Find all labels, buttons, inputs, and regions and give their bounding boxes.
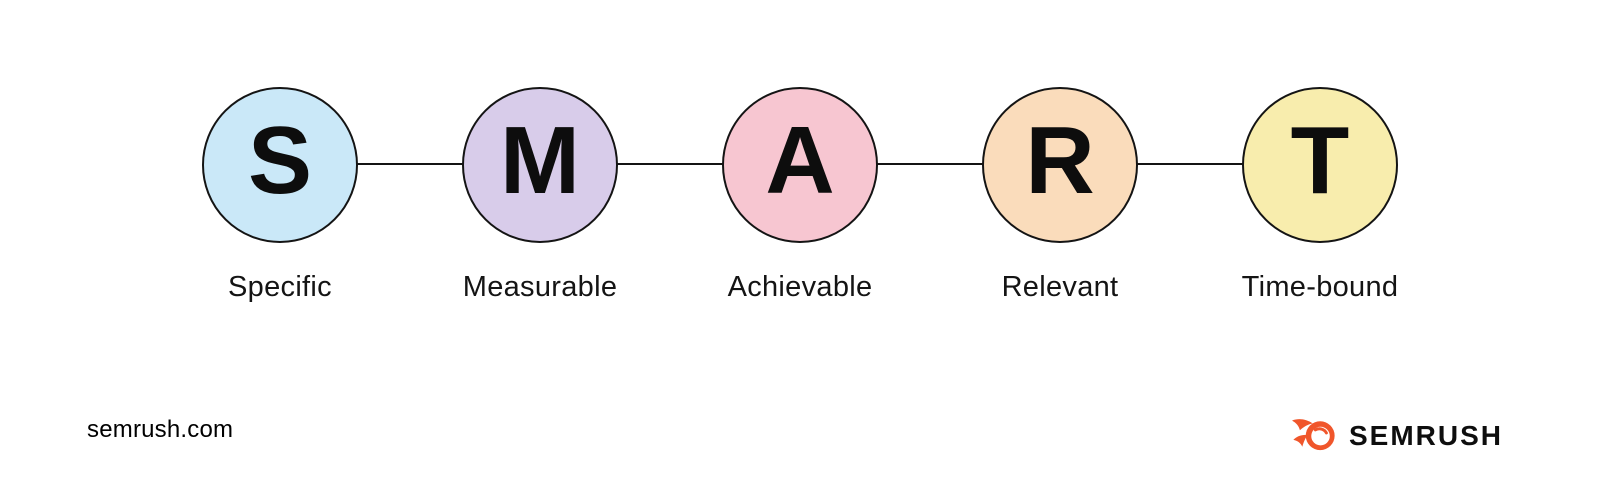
- letter-t: T: [1290, 107, 1350, 214]
- semrush-logo: SEMRUSH: [1292, 416, 1503, 454]
- circle-a: A: [722, 87, 878, 243]
- node-measurable: M Measurable: [462, 87, 618, 304]
- letter-r: R: [1025, 107, 1095, 214]
- node-time-bound: T Time-bound: [1242, 87, 1398, 304]
- circle-t: T: [1242, 87, 1398, 243]
- website-url: semrush.com: [87, 416, 234, 443]
- circle-m: M: [462, 87, 618, 243]
- label-measurable: Measurable: [462, 271, 618, 303]
- letter-s: S: [247, 107, 313, 214]
- node-specific: S Specific: [202, 87, 358, 304]
- label-relevant: Relevant: [1001, 271, 1119, 303]
- node-relevant: R Relevant: [982, 87, 1138, 304]
- circle-r: R: [982, 87, 1138, 243]
- semrush-wordmark: SEMRUSH: [1349, 420, 1504, 451]
- letter-a: A: [765, 107, 835, 214]
- label-time-bound: Time-bound: [1241, 271, 1399, 303]
- label-specific: Specific: [228, 271, 332, 303]
- circle-s: S: [202, 87, 358, 243]
- semrush-comet-icon: [1292, 419, 1335, 451]
- smart-nodes-row: S Specific M Measurable A Achievable: [202, 87, 1398, 304]
- letter-m: M: [500, 107, 580, 214]
- node-achievable: A Achievable: [722, 87, 878, 304]
- label-achievable: Achievable: [727, 271, 873, 303]
